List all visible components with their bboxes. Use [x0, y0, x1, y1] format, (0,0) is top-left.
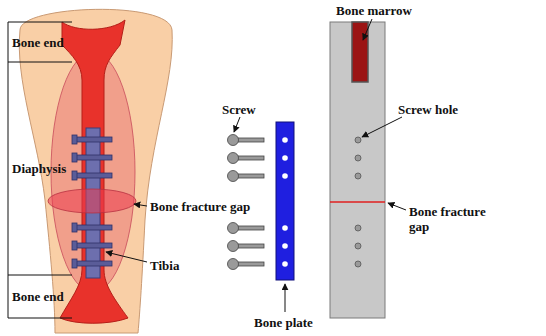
part-label: Bone marrow	[336, 3, 412, 18]
bone-bar	[330, 22, 385, 318]
tibia-bone	[60, 20, 128, 323]
fracture-gap-ellipse	[48, 189, 136, 213]
bone-plate	[276, 122, 294, 280]
plate-holes	[282, 137, 288, 267]
part-label: Bone fracture gap	[150, 199, 250, 214]
part-label: Bone end	[12, 289, 64, 304]
part-label: Bone fracture gap	[409, 204, 509, 234]
leader-line	[388, 203, 406, 210]
fracture-gap-line	[330, 201, 385, 203]
part-label: Screw	[222, 102, 256, 117]
part-label: Tibia	[150, 258, 179, 273]
leader-line	[134, 204, 147, 206]
part-label: Screw hole	[398, 102, 458, 117]
leader-line	[234, 117, 240, 132]
leader-line	[363, 19, 372, 40]
region-brackets	[8, 22, 72, 318]
leader-line	[106, 252, 147, 262]
leader-line	[362, 117, 402, 137]
part-label: Bone plate	[254, 315, 313, 330]
part-label: Diaphysis	[12, 161, 66, 176]
part-label: Bone end	[12, 35, 64, 50]
bone-marrow	[352, 22, 368, 82]
leader-line	[285, 284, 286, 312]
